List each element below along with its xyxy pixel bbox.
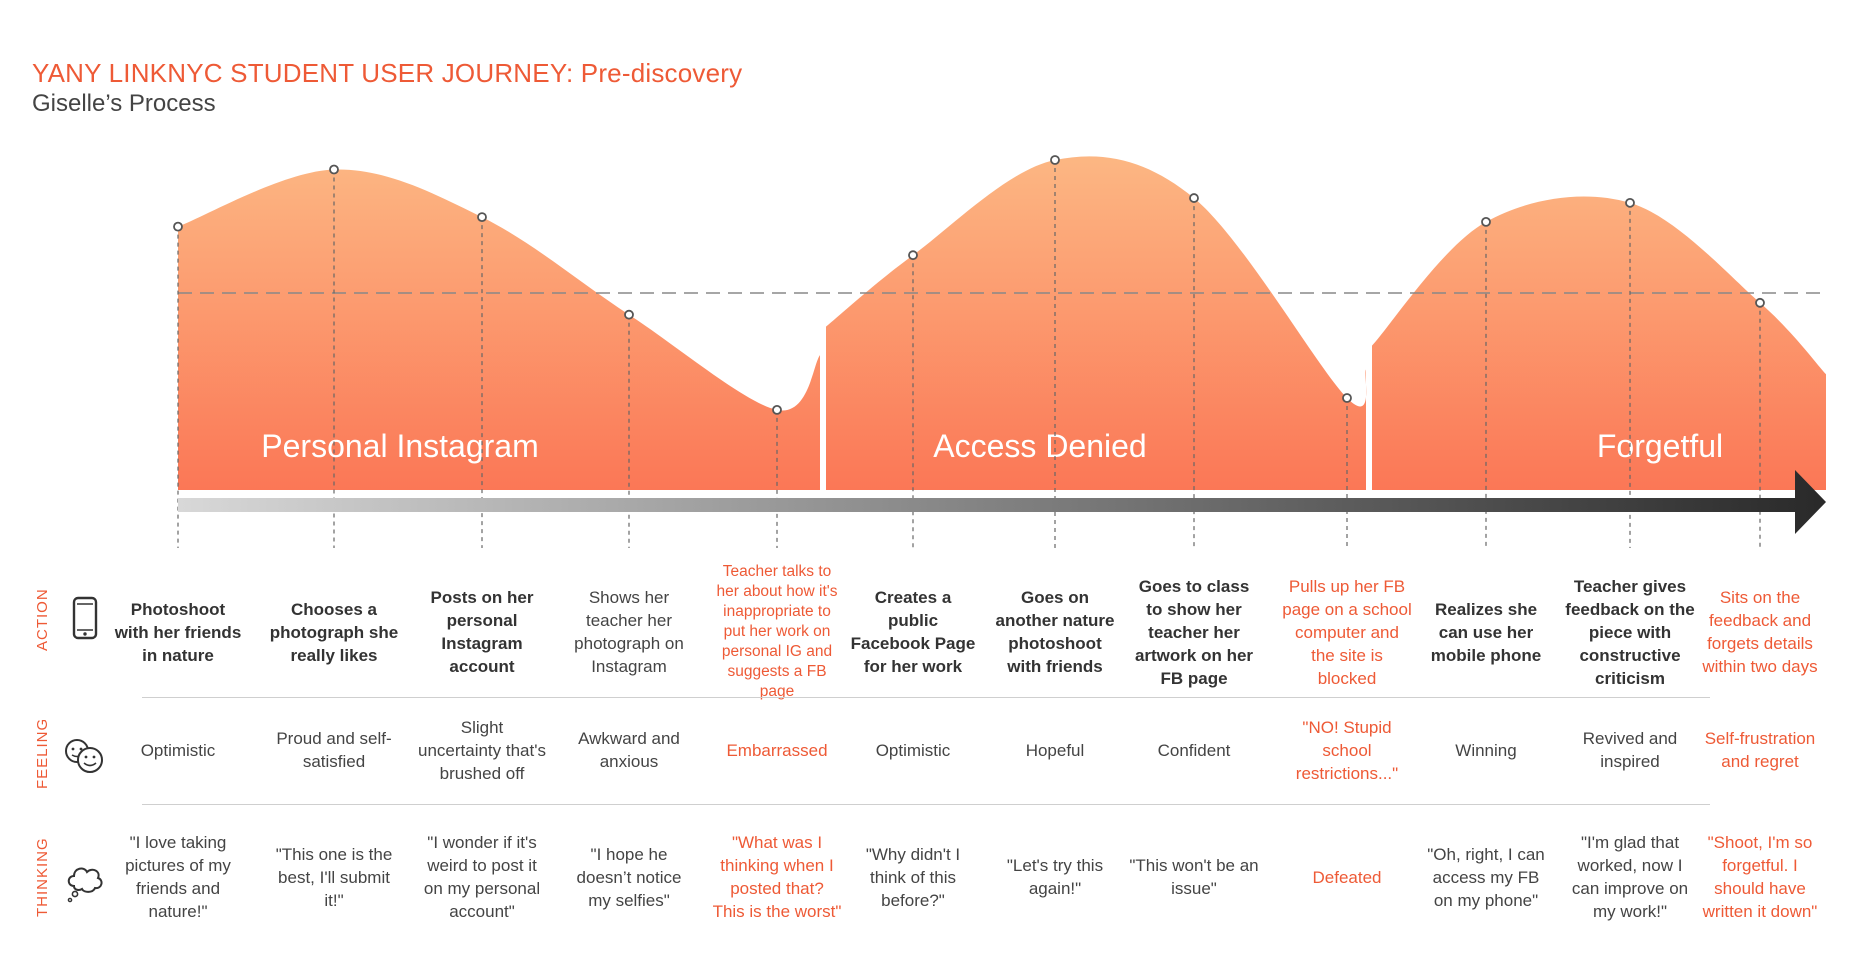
step-thinking-cell: "I'm glad that worked, now I can improve…	[1571, 833, 1689, 921]
step-feeling-cell: Confident	[1157, 740, 1231, 760]
phase-label: Access Denied	[933, 428, 1146, 464]
step-thinking-cell: "Let's try this again!"	[1006, 856, 1104, 898]
step-action-cell: Teacher gives feedback on the piece with…	[1565, 576, 1695, 688]
step-action-cell: Pulls up her FB page on a school compute…	[1282, 576, 1412, 688]
step-feeling-cell: Slight uncertainty that's brushed off	[418, 717, 546, 783]
row-divider	[142, 804, 1710, 805]
emotion-point	[1189, 193, 1199, 203]
step-feeling-cell: "NO! Stupid school restrictions..."	[1295, 717, 1399, 783]
emotion-point	[477, 212, 487, 223]
page-subtitle: Giselle’s Process	[32, 90, 216, 117]
emotion-point	[1481, 216, 1491, 227]
thought-bubble-icon	[67, 867, 103, 903]
row-label-action: ACTION	[34, 588, 51, 651]
step-action-cell: Posts on her personal Instagram account	[430, 588, 534, 676]
timeline-arrow	[178, 470, 1826, 534]
step-thinking-cell: "I love taking pictures of my friends an…	[125, 833, 231, 921]
step-action-cell: Goes to class to show her teacher her ar…	[1134, 576, 1254, 688]
emotion-point	[908, 250, 918, 261]
step-thinking-cell: "I wonder if it's weird to post it on my…	[423, 833, 541, 921]
step-feeling-cell: Proud and self-satisfied	[276, 729, 392, 771]
phase-label: Forgetful	[1597, 428, 1723, 464]
emotion-point	[173, 221, 183, 232]
step-action-cell: Chooses a photograph she really likes	[269, 599, 399, 665]
emotion-point	[1625, 197, 1635, 208]
step-thinking-cell: "Oh, right, I can access my FB on my pho…	[1427, 844, 1545, 910]
step-thinking-cell: "I hope he doesn’t notice my selfies"	[576, 844, 682, 910]
step-action-cell: Shows her teacher her photograph on Inst…	[574, 588, 684, 676]
row-label-thinking: THINKING	[34, 837, 51, 917]
emotion-point	[1050, 155, 1060, 165]
step-feeling-cell: Self-frustration and regret	[1704, 729, 1816, 771]
step-feeling-cell: Optimistic	[140, 740, 216, 760]
step-action-cell: Goes on another nature photoshoot with f…	[995, 588, 1115, 676]
step-action-cell: Creates a public Facebook Page for her w…	[850, 588, 976, 676]
step-feeling-cell: Revived and inspired	[1582, 729, 1678, 771]
mobile-phone-icon	[72, 596, 98, 640]
phase-area-2	[826, 156, 1367, 490]
row-divider	[142, 697, 1710, 698]
step-action-cell: Teacher talks to her about how it's inap…	[716, 563, 838, 700]
step-thinking-cell: "What was I thinking when I posted that?…	[712, 833, 842, 921]
step-feeling-cell: Hopeful	[1025, 740, 1085, 760]
step-thinking-cell: Defeated	[1312, 867, 1382, 887]
emotion-point	[1755, 297, 1765, 308]
step-feeling-cell: Embarrassed	[726, 740, 828, 760]
phase-label: Personal Instagram	[261, 428, 538, 464]
row-label-feeling: FEELING	[34, 717, 51, 789]
step-thinking-cell: "Why didn't I think of this before?"	[865, 844, 961, 910]
step-action-cell: Sits on the feedback and forgets details…	[1702, 588, 1818, 676]
step-thinking-cell: "This won't be an issue"	[1129, 856, 1259, 898]
emotion-point	[1342, 393, 1352, 403]
step-feeling-cell: Awkward and anxious	[578, 729, 680, 771]
step-thinking-cell: "This one is the best, I'll submit it!"	[275, 844, 393, 910]
phase-area-1	[178, 169, 820, 490]
step-feeling-cell: Winning	[1455, 740, 1517, 760]
step-feeling-cell: Optimistic	[875, 740, 951, 760]
emotion-point	[624, 309, 634, 320]
step-action-cell: Realizes she can use her mobile phone	[1430, 599, 1542, 665]
page-title: YANY LINKNYC STUDENT USER JOURNEY: Pre-d…	[32, 58, 743, 88]
emotion-point	[329, 164, 339, 175]
step-action-cell: Photoshoot with her friends in nature	[114, 599, 242, 665]
faces-icon	[65, 739, 103, 773]
emotion-point	[772, 404, 782, 415]
step-thinking-cell: "Shoot, I'm so forgetful. I should have …	[1702, 833, 1818, 921]
